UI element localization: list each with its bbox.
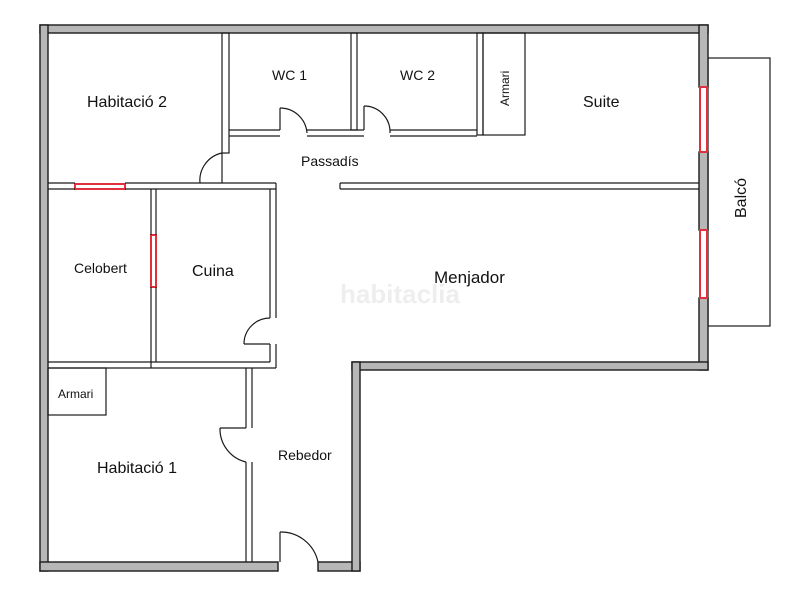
window-celobert-top [74, 183, 126, 190]
room-label-armari-hab1: Armari [58, 387, 93, 401]
window-menjador [699, 229, 708, 299]
room-label-menjador: Menjador [434, 268, 505, 287]
room-label-passadis: Passadís [301, 153, 359, 169]
room-label-wc-1: WC 1 [272, 67, 307, 83]
room-label-habitacio-2: Habitació 2 [87, 94, 167, 111]
doors [199, 105, 391, 563]
room-label-cuina: Cuina [192, 263, 234, 280]
room-label-wc-2: WC 2 [400, 67, 435, 83]
window-suite [699, 86, 708, 153]
room-labels: Habitació 2 WC 1 WC 2 Armari Suite Passa… [58, 67, 750, 477]
window-cuina [150, 234, 157, 288]
room-label-armari-suite: Armari [498, 71, 512, 106]
watermark: habitaclia [340, 279, 460, 309]
room-label-rebedor: Rebedor [278, 447, 332, 463]
room-label-habitacio-1: Habitació 1 [97, 460, 177, 477]
room-label-celobert: Celobert [74, 260, 127, 276]
room-label-balco: Balcó [733, 178, 750, 218]
room-label-suite: Suite [583, 94, 620, 111]
windows [74, 86, 708, 299]
interior-walls [47, 32, 699, 562]
